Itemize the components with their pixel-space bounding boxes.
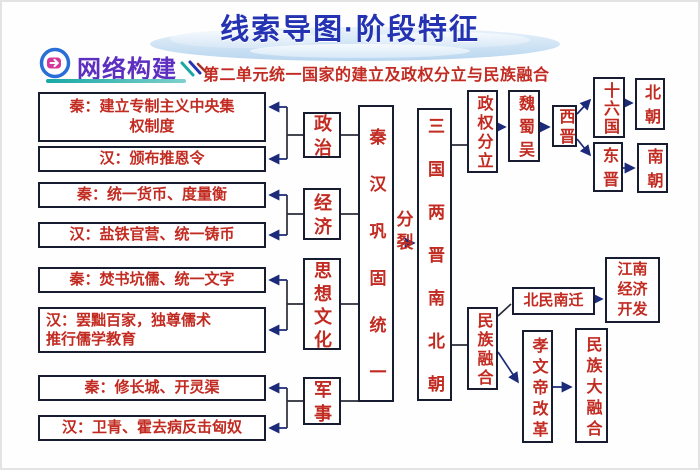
qin-military-box: 秦：修长城、开灵渠 (38, 375, 266, 401)
qin-economy-text: 秦：统一货币、度量衡 (76, 185, 227, 203)
jiangnan-economy-text: 江南 经济 开发 (617, 260, 648, 319)
regime-division-box: 政权分立 (467, 90, 498, 173)
ethnic-fusion-box: 民族融合 (467, 307, 498, 390)
xiaowen-reform-box: 孝文帝改革 (522, 330, 553, 443)
eastern-jin-text: 东晋 (600, 147, 617, 195)
qin-economy-box: 秦：统一货币、度量衡 (38, 182, 266, 208)
han-politics-box: 汉：颁布推恩令 (38, 146, 266, 172)
western-jin-text: 西晋 (556, 108, 574, 148)
wei-shu-wu-text: 魏蜀吴 (516, 95, 533, 164)
qin-politics-box: 秦：建立专制主义中央集 权制度 (38, 92, 266, 142)
cloud-band-highlight (170, 30, 320, 48)
page-title: 线索导图·阶段特征 (220, 14, 480, 46)
three-kingdoms-period-text: 三国两晋南北朝 (425, 117, 444, 418)
split-label: 分裂 (391, 210, 415, 256)
badge-icon (38, 46, 72, 80)
han-military-text: 汉：卫青、霍去病反击匈奴 (61, 418, 242, 436)
qin-military-text: 秦：修长城、开灵渠 (84, 378, 220, 396)
jiangnan-economy-box: 江南 经济 开发 (605, 257, 660, 323)
sixteen-kingdoms-text: 十六国 (601, 81, 618, 136)
category-politics-box: 政治 (303, 112, 341, 162)
subtitle: 第二单元统一国家的建立及政权分立与民族融合 (203, 67, 550, 84)
qin-culture-box: 秦：焚书坑儒、统一文字 (38, 267, 266, 293)
north-migration-box: 北民南迁 (512, 287, 595, 315)
qin-politics-text: 秦：建立专制主义中央集 权制度 (69, 97, 235, 135)
han-economy-text: 汉：盐铁官营、统一铸币 (69, 225, 235, 243)
category-economy-box: 经济 (303, 188, 341, 241)
qin-han-unification-text: 秦汉巩固统一 (366, 127, 386, 410)
three-kingdoms-period-box: 三国两晋南北朝 (417, 108, 452, 418)
qin-han-unification-box: 秦汉巩固统一 (358, 105, 394, 410)
wei-shu-wu-box: 魏蜀吴 (508, 90, 540, 164)
category-culture-box: 思想文化 (303, 258, 341, 353)
badge-label: 网络构建 (77, 56, 177, 83)
northern-dynasties-box: 北朝 (635, 78, 665, 132)
category-culture-text: 思想文化 (312, 260, 332, 353)
western-jin-box: 西晋 (552, 105, 577, 148)
southern-dynasties-box: 南朝 (637, 143, 668, 196)
badge-underline (46, 79, 186, 83)
han-culture-text: 汉：罢黜百家，独尊儒术 推行儒学教育 (46, 311, 212, 349)
category-politics-text: 政治 (312, 114, 332, 162)
category-economy-text: 经济 (312, 193, 332, 241)
han-economy-box: 汉：盐铁官营、统一铸币 (38, 222, 266, 248)
great-fusion-box: 民族大融合 (575, 328, 608, 443)
great-fusion-text: 民族大融合 (583, 335, 601, 441)
southern-dynasties-text: 南朝 (644, 148, 662, 196)
north-migration-text: 北民南迁 (523, 291, 584, 309)
qin-culture-text: 秦：焚书坑儒、统一文字 (69, 270, 235, 288)
flourish-icon (180, 58, 210, 82)
han-military-box: 汉：卫青、霍去病反击匈奴 (38, 415, 266, 441)
regime-division-text: 政权分立 (474, 95, 492, 171)
xiaowen-reform-text: 孝文帝改革 (529, 336, 547, 442)
cloud-band-highlight (250, 44, 470, 58)
category-military-box: 军事 (303, 377, 341, 428)
eastern-jin-box: 东晋 (593, 142, 623, 195)
split-text: 分裂 (393, 210, 413, 256)
han-culture-box: 汉：罢黜百家，独尊儒术 推行儒学教育 (38, 307, 266, 353)
category-military-text: 军事 (312, 380, 332, 428)
sixteen-kingdoms-box: 十六国 (593, 77, 625, 138)
han-politics-text: 汉：颁布推恩令 (99, 149, 205, 167)
ethnic-fusion-text: 民族融合 (474, 312, 492, 388)
northern-dynasties-text: 北朝 (642, 84, 659, 132)
